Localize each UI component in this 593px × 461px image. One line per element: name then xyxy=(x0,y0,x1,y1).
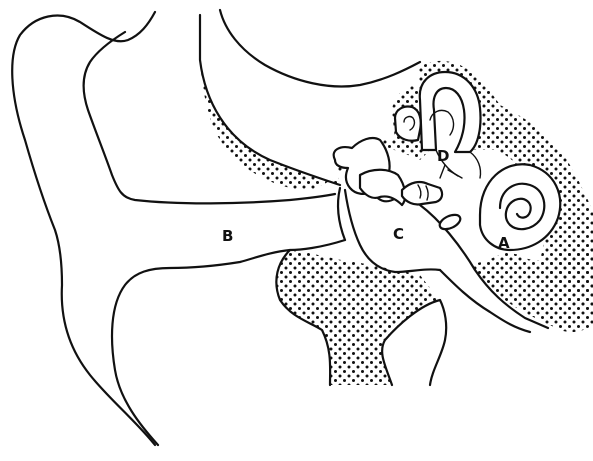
semicircular-canal-superior xyxy=(420,72,481,152)
label-c-middle-ear: C xyxy=(393,225,404,243)
label-a-cochlea: A xyxy=(498,234,510,252)
semicircular-canal-posterior xyxy=(395,107,421,141)
oval-window xyxy=(437,212,462,232)
skull-crest-outline xyxy=(220,10,420,86)
label-d-pointer-2 xyxy=(440,165,445,178)
skull-upper-outline xyxy=(200,15,340,185)
ossicle-stapes xyxy=(402,182,442,205)
label-b-ear-canal: B xyxy=(222,227,233,245)
eardrum-outline xyxy=(338,188,345,240)
label-d-pointer xyxy=(448,170,462,178)
label-d-semicircular-canals: D xyxy=(437,147,449,165)
